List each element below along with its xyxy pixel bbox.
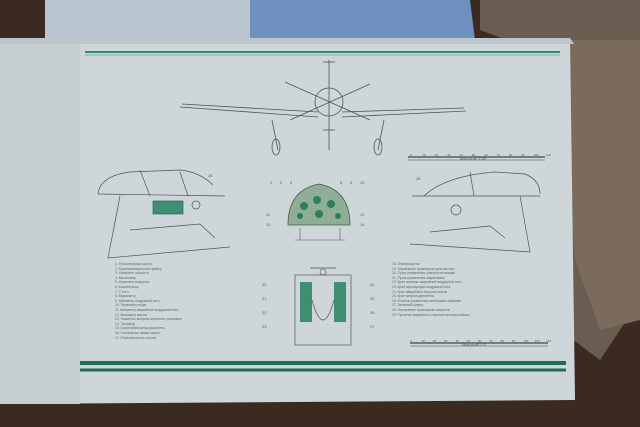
aircraft-front-view (179, 60, 467, 156)
scale-tick-label: 90 (521, 153, 525, 157)
legend-item: 1. Ручка выпуска шасси (115, 262, 152, 266)
white-paper-left (45, 0, 250, 40)
legend-item: 27. Заливной шприц (392, 303, 424, 308)
callout-number: 25 (370, 296, 375, 301)
poster-top-edge (0, 38, 574, 44)
scale-tick-label: 10 (422, 153, 426, 157)
legend-item: 9. Манометр воздушной сети (115, 298, 160, 303)
scale-tick-label: 30 (447, 153, 451, 157)
scale-tick-label: 40 (455, 339, 459, 343)
scale-tick-label: 110 (534, 339, 540, 343)
callout-number: 11 (266, 212, 271, 217)
legend-item: 21. Ручка управления закрылками (392, 275, 445, 280)
legend-item: 25. Кран запуска двигателя (392, 294, 434, 299)
legend-item: 4. Высотомер (115, 275, 136, 280)
callout-number: 13 (360, 212, 365, 217)
scale-tick-label: 50 (466, 339, 470, 343)
legend-item: 28. Управление триммером элеронов (392, 308, 450, 312)
scale-tick-label: 40 (459, 153, 463, 157)
callout-number: 1 (270, 180, 273, 185)
scale-tick-label: 70 (489, 339, 493, 343)
callout-number: 28 (208, 173, 213, 178)
scale-tick-label: 100 (523, 339, 529, 343)
cockpit-right-side-view (409, 171, 541, 253)
scale-tick-label: 10 (421, 339, 425, 343)
legend-item: 22. Кран системы аварийной воздушной сет… (392, 280, 462, 285)
scale-tick-label: 100 (533, 153, 539, 157)
legend-item: 7. Т е в о (115, 289, 129, 294)
legend-item: 17. Переключатель систем (115, 335, 157, 340)
legend-item: 24. Кран аварийного выпуска шасси (392, 289, 448, 294)
cockpit-left-side-view (97, 169, 231, 259)
callout-number: 24 (370, 282, 375, 287)
legend-item: 3. Указатель скорости (115, 271, 149, 276)
scale-tick-label: 50 (471, 153, 476, 157)
callout-number: 22 (262, 310, 267, 315)
scale-top-title: Масштаб 1:40 (460, 156, 487, 161)
poster-sheet (0, 38, 575, 404)
scale-tick-label: 30 (444, 339, 448, 343)
legend-item: 18. Электрощиток (392, 262, 420, 266)
scale-bar-top (408, 156, 545, 161)
cockpit-floor-plan (294, 267, 352, 346)
callout-number: 2 (280, 180, 283, 185)
legend-item: 10. Термометр воды (115, 303, 147, 308)
callout-number: 3 (290, 180, 293, 185)
callout-number: 9 (350, 180, 353, 185)
scale-bottom-ticks: 0 10 20 30 40 50 60 70 80 90 100 110 120 (410, 339, 552, 345)
scale-tick-label: 60 (484, 153, 488, 157)
scale-tick-label: 0 (410, 339, 412, 343)
callout-number: 12 (266, 222, 271, 227)
envelope-edge (560, 40, 640, 330)
scale-tick-label: 0 (410, 153, 412, 157)
callout-number: 27 (370, 324, 375, 329)
legend-item: 8. Вариометр (115, 294, 136, 299)
scale-tick-label: 110 (546, 153, 551, 157)
scale-bar-bottom (410, 342, 548, 347)
callout-number: 21 (262, 296, 267, 301)
callout-number: 23 (262, 324, 267, 329)
scale-top-ticks: 0 10 20 30 40 50 60 70 80 90 100 110 (410, 153, 551, 159)
scale-bottom-title: Масштаб 1:5 (462, 342, 486, 347)
legend-item: 5. Указатель поворота (115, 280, 150, 285)
legend-item: 20. Пульт управления электросистемами (392, 271, 455, 276)
callout-number: 14 (360, 222, 365, 227)
legend-item: 26. Розетка управления винтовыми лампами (392, 298, 461, 303)
legend-item: 16. Сигнальная лампа шасси (115, 331, 160, 335)
legend-item: 12. Манометр масла (115, 312, 147, 317)
callout-number: 10 (360, 180, 365, 185)
scale-tick-label: 20 (432, 339, 436, 343)
scale-tick-label: 80 (508, 153, 513, 157)
legend-item: 23. Кран перезарядки воздушной сети (392, 285, 451, 289)
legend-item: 29. Рукоятка аварийного открытия фонаря … (392, 312, 470, 317)
scale-tick-label: 80 (500, 339, 504, 343)
legend-item: 19. Управление триммером руля высоты (392, 266, 455, 271)
legend-item: 2. Аэронавигационный прибор (115, 266, 162, 271)
callout-number: 26 (370, 310, 375, 315)
scale-tick-label: 60 (478, 339, 482, 343)
legend-item: 13. Указатель выпуска агрегатов (лампово… (115, 317, 182, 322)
poster-fold-shadow (0, 38, 80, 404)
blue-paper (250, 0, 475, 40)
instrument-panel (287, 183, 351, 241)
legend-item: 11. Манометр аварийной воздушной сети (115, 308, 179, 312)
legend-item: 14. Тахометр (115, 321, 135, 326)
scale-tick-label: 120 (546, 339, 552, 343)
callout-number: 20 (262, 282, 267, 287)
scale-tick-label: 20 (434, 153, 439, 157)
legend-item: 6. Компенсатор (115, 285, 139, 289)
scale-tick-label: 90 (512, 339, 516, 343)
legend-item: 15. Гиростабилизатор-указатель (115, 326, 165, 331)
callout-number: 8 (340, 180, 343, 185)
scale-tick-label: 70 (496, 153, 500, 157)
callout-number: 28 (416, 176, 421, 181)
